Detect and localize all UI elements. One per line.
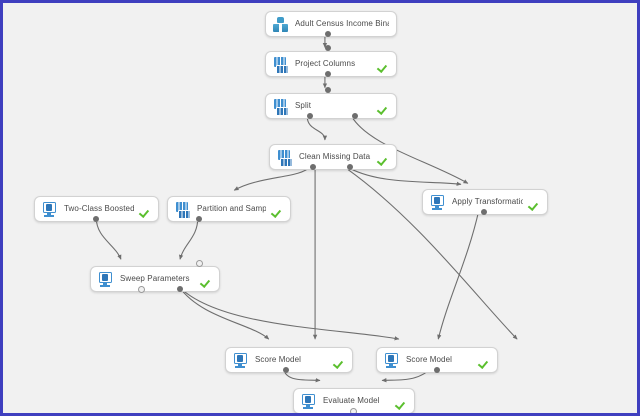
module-label: Split <box>295 102 312 110</box>
port-clean-output[interactable] <box>310 164 316 170</box>
edge-sweep-to-score2[interactable] <box>178 286 400 341</box>
port-dataset-output[interactable] <box>325 31 331 37</box>
dataset-icon <box>273 16 288 32</box>
status-check-icon <box>378 59 389 70</box>
port-split-input[interactable] <box>325 87 331 93</box>
module-label: Evaluate Model <box>323 397 380 405</box>
status-check-icon <box>201 274 212 285</box>
module-label: Sweep Parameters <box>120 275 190 283</box>
module-node-project[interactable]: Project Columns <box>265 51 397 77</box>
port-project-input[interactable] <box>325 45 331 51</box>
model-icon <box>233 353 248 368</box>
model-icon <box>42 202 57 217</box>
model-icon <box>384 353 399 368</box>
status-check-icon <box>140 204 151 215</box>
port-score2-output[interactable] <box>434 367 440 373</box>
module-node-split[interactable]: Split <box>265 93 397 119</box>
port-sweep-output[interactable] <box>177 286 183 292</box>
status-check-icon <box>378 152 389 163</box>
status-check-icon <box>334 355 345 366</box>
status-check-icon <box>479 355 490 366</box>
edge-boosted-to-sweep[interactable] <box>95 217 122 260</box>
model-icon <box>430 195 445 210</box>
module-node-partition[interactable]: Partition and Sample <box>167 196 291 222</box>
grid-icon <box>277 149 293 167</box>
module-label: Two-Class Boosted Decision T... <box>64 205 134 213</box>
module-node-boosted[interactable]: Two-Class Boosted Decision T... <box>34 196 159 222</box>
grid-icon <box>273 98 289 116</box>
module-label: Project Columns <box>295 60 356 68</box>
module-label: Apply Transformation <box>452 198 523 206</box>
module-node-clean[interactable]: Clean Missing Data <box>269 144 397 170</box>
module-node-dataset[interactable]: Adult Census Income Binary C... <box>265 11 397 37</box>
grid-icon <box>175 201 191 219</box>
port-evaluate-output[interactable] <box>350 408 357 413</box>
module-label: Adult Census Income Binary C... <box>295 20 389 28</box>
status-check-icon <box>378 101 389 112</box>
port-sweep-output[interactable] <box>138 286 145 293</box>
status-check-icon <box>272 204 283 215</box>
grid-icon <box>273 56 289 74</box>
edge-sweep-to-score1[interactable] <box>178 286 270 340</box>
module-node-score1[interactable]: Score Model <box>225 347 353 373</box>
module-label: Score Model <box>255 356 302 364</box>
edge-transform-to-score2[interactable] <box>437 210 480 340</box>
port-project-output[interactable] <box>325 71 331 77</box>
edge-partition-to-sweep[interactable] <box>178 217 199 260</box>
edge-split-to-clean[interactable] <box>306 116 328 141</box>
port-split-output[interactable] <box>352 113 358 119</box>
module-label: Partition and Sample <box>197 205 266 213</box>
port-clean-output[interactable] <box>347 164 353 170</box>
module-label: Score Model <box>406 356 453 364</box>
status-check-icon <box>529 197 540 208</box>
port-sweep-input[interactable] <box>196 260 203 267</box>
port-partition-output[interactable] <box>196 216 202 222</box>
port-score1-output[interactable] <box>283 367 289 373</box>
edge-clean-to-partition[interactable] <box>233 166 311 191</box>
experiment-canvas[interactable]: Adult Census Income Binary C... Project C… <box>3 3 637 413</box>
port-boosted-output[interactable] <box>93 216 99 222</box>
model-icon <box>98 272 113 287</box>
model-icon <box>301 394 316 409</box>
status-check-icon <box>396 396 407 407</box>
module-label: Clean Missing Data <box>299 153 371 161</box>
module-node-sweep[interactable]: Sweep Parameters <box>90 266 220 292</box>
port-split-output[interactable] <box>307 113 313 119</box>
port-transform-output[interactable] <box>481 209 487 215</box>
